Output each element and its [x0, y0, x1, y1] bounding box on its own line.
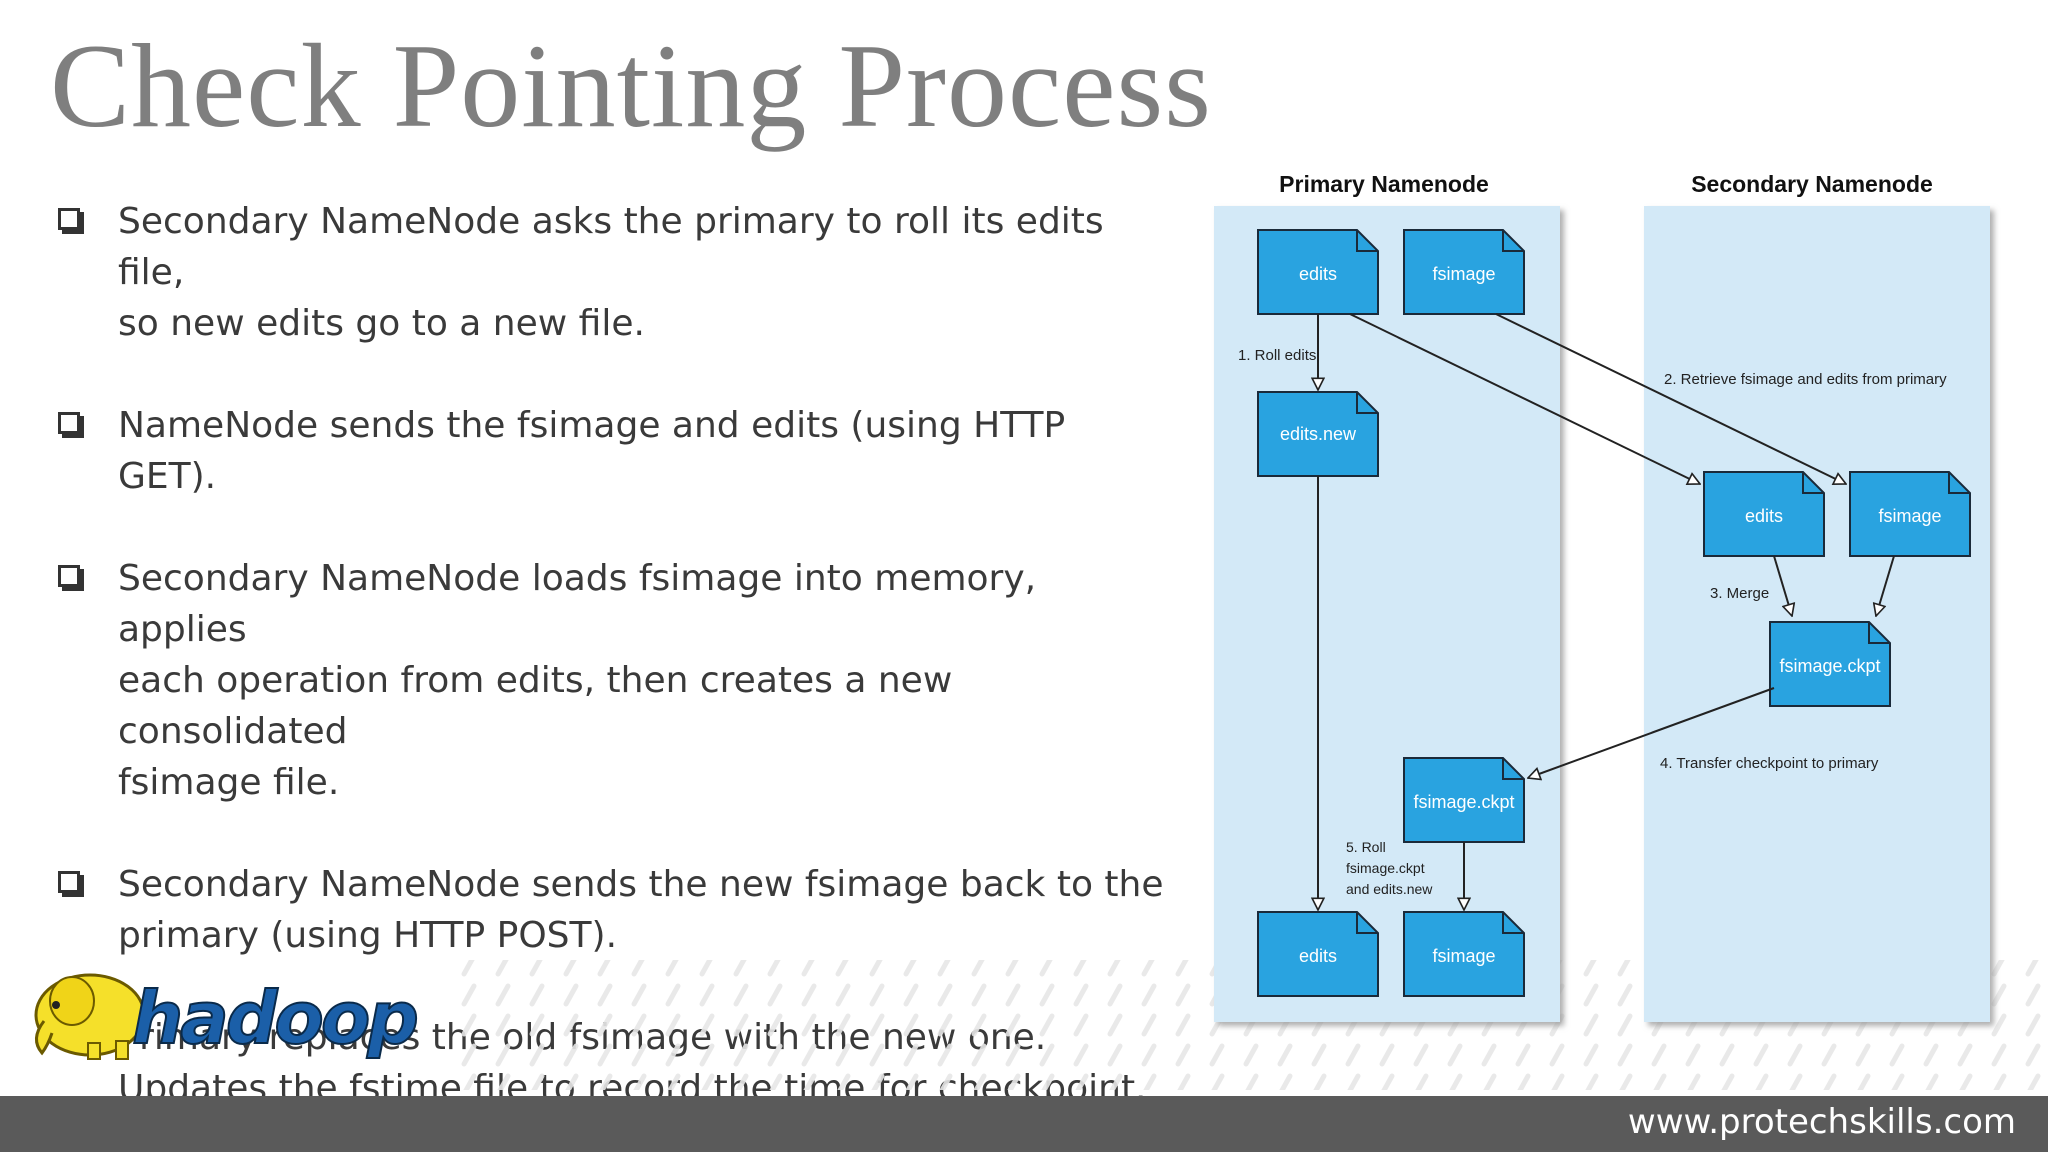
file-label: edits.new: [1280, 424, 1357, 444]
file-label: edits: [1299, 264, 1337, 284]
file-fsimage-final: fsimage: [1403, 911, 1525, 997]
step-retrieve-label: 2. Retrieve fsimage and edits from prima…: [1664, 371, 1947, 388]
elephant-icon: [34, 973, 146, 1060]
primary-namenode-panel: [1214, 206, 1560, 1022]
checkpoint-diagram: Primary Namenode Secondary Namenode edit…: [1214, 171, 1990, 1022]
step-roll-final-label: fsimage.ckpt: [1346, 860, 1425, 876]
secondary-namenode-title: Secondary Namenode: [1691, 171, 1933, 197]
step-roll-edits-label: 1. Roll edits: [1238, 347, 1316, 364]
file-fsimage-ckpt-secondary: fsimage.ckpt: [1769, 621, 1891, 707]
bullet-line: primary (using HTTP POST).: [118, 915, 618, 956]
file-edits-new: edits.new: [1257, 391, 1379, 477]
file-fsimage-primary: fsimage: [1403, 229, 1525, 315]
file-edits-final: edits: [1257, 911, 1379, 997]
bullet-item: NameNode sends the fsimage and edits (us…: [54, 400, 1174, 502]
file-label: fsimage.ckpt: [1779, 656, 1880, 676]
footer-url: www.protechskills.com: [1627, 1102, 2016, 1142]
bullet-list: Secondary NameNode asks the primary to r…: [54, 196, 1174, 1114]
file-label: fsimage: [1432, 946, 1495, 966]
footer-bar: www.protechskills.com: [0, 1096, 2048, 1152]
bullet-item: Secondary NameNode sends the new fsimage…: [54, 859, 1174, 961]
step-roll-final-label: 5. Roll: [1346, 839, 1386, 855]
file-label: edits: [1299, 946, 1337, 966]
arrow-retrieve-edits: [1349, 313, 1700, 484]
arrow-transfer-checkpoint: [1528, 687, 1775, 778]
bullet-item: Secondary NameNode loads fsimage into me…: [54, 553, 1174, 808]
file-fsimage-ckpt-primary: fsimage.ckpt: [1403, 757, 1525, 843]
bullet-item: Secondary NameNode asks the primary to r…: [54, 196, 1174, 349]
secondary-namenode-panel: [1644, 206, 1990, 1022]
bullet-line: Secondary NameNode loads fsimage into me…: [118, 558, 1037, 650]
checkbox-bullet-icon: [58, 871, 80, 893]
hadoop-logo-text: hadoop: [132, 976, 416, 1060]
bullet-line: NameNode sends the fsimage and edits (us…: [118, 405, 1066, 497]
bullet-line: so new edits go to a new file.: [118, 303, 645, 344]
file-edits-primary: edits: [1257, 229, 1379, 315]
file-label: fsimage.ckpt: [1413, 792, 1514, 812]
checkbox-bullet-icon: [58, 565, 80, 587]
bullet-line: each operation from edits, then creates …: [118, 660, 953, 752]
step-merge-label: 3. Merge: [1710, 585, 1769, 602]
file-edits-secondary: edits: [1703, 471, 1825, 557]
slide-title: Check Pointing Process: [50, 19, 1212, 152]
arrow-retrieve-fsimage: [1495, 313, 1846, 484]
hadoop-logo: hadoop: [34, 973, 420, 1061]
primary-namenode-title: Primary Namenode: [1279, 171, 1489, 197]
step-roll-final-label: and edits.new: [1346, 881, 1433, 897]
checkbox-bullet-icon: [58, 208, 80, 230]
file-label: fsimage: [1878, 506, 1941, 526]
checkbox-bullet-icon: [58, 412, 80, 434]
bullet-line: fsimage file.: [118, 762, 340, 803]
arrow-merge-fsimage: [1876, 555, 1895, 616]
arrow-merge-edits: [1773, 555, 1792, 616]
file-label: fsimage: [1432, 264, 1495, 284]
bullet-line: Secondary NameNode sends the new fsimage…: [118, 864, 1164, 905]
file-fsimage-secondary: fsimage: [1849, 471, 1971, 557]
step-transfer-label: 4. Transfer checkpoint to primary: [1660, 755, 1879, 772]
bullet-line: Secondary NameNode asks the primary to r…: [118, 201, 1104, 293]
file-label: edits: [1745, 506, 1783, 526]
